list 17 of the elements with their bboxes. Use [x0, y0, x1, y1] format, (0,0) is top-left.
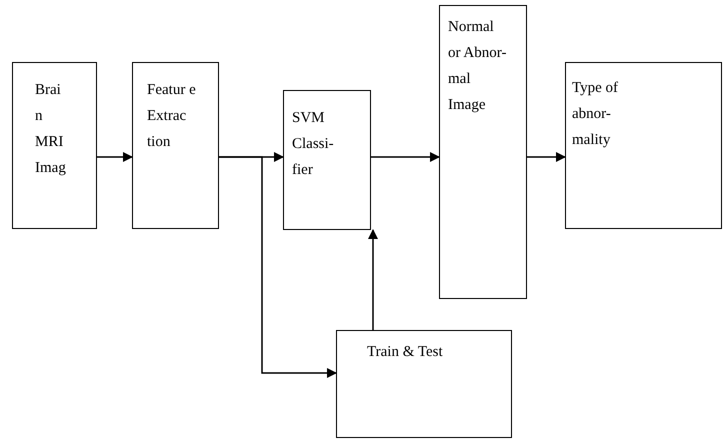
arrow — [219, 156, 337, 378]
process-box — [12, 62, 97, 229]
box-label: Brai n MRI Imag — [35, 81, 67, 178]
box-label: Train & Test — [367, 343, 444, 362]
process-box — [132, 62, 219, 229]
arrow — [527, 152, 566, 162]
process-box — [439, 5, 527, 299]
arrow — [368, 229, 378, 330]
arrow — [371, 152, 440, 162]
box-label: SVM Classi- fier — [292, 109, 335, 180]
process-box — [565, 62, 722, 229]
process-box — [336, 330, 512, 438]
box-label: Normal or Abnor- mal Image — [448, 18, 508, 115]
box-label: Type of abnor- mality — [572, 79, 620, 150]
box-label: Featur e Extrac tion — [147, 81, 197, 152]
arrow — [97, 152, 133, 162]
process-box — [283, 90, 371, 230]
